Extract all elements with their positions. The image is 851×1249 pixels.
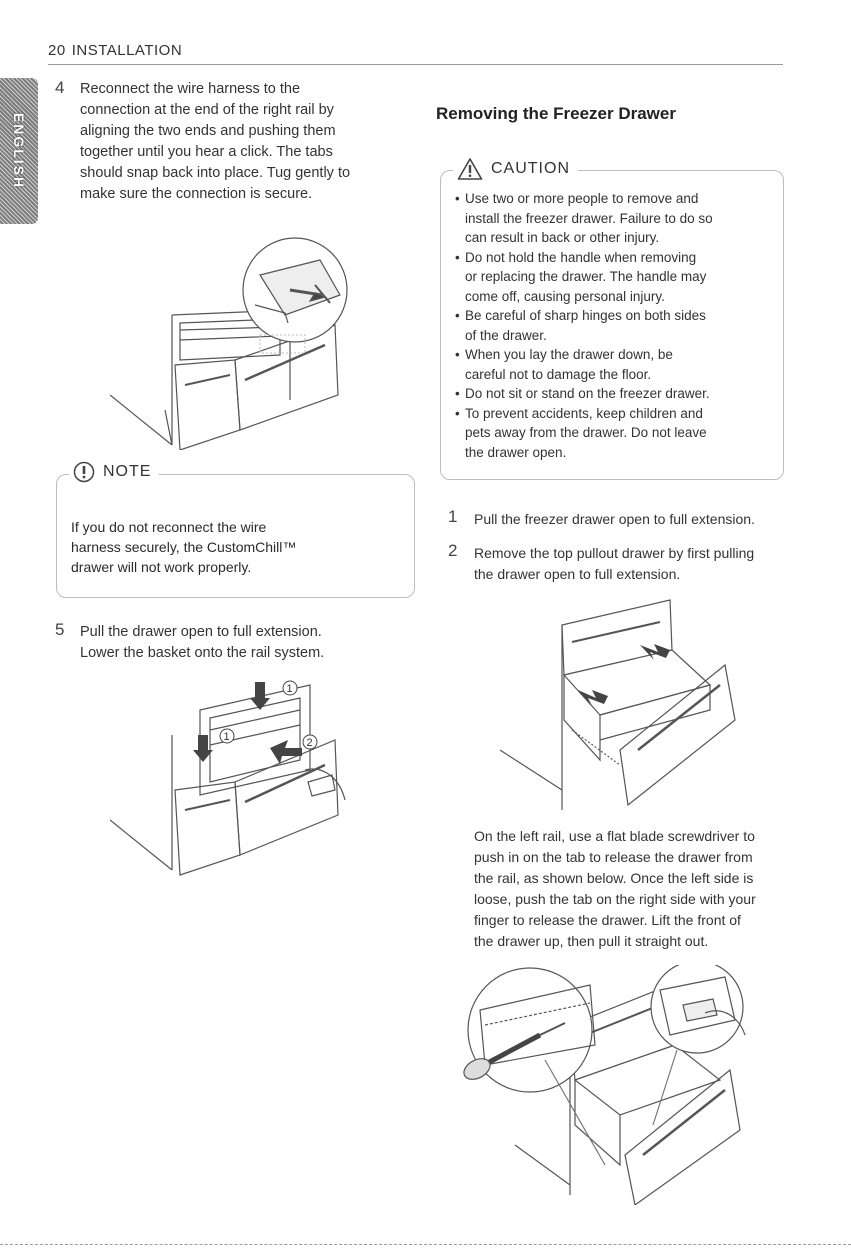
caution-line: pets away from the drawer. Do not leave bbox=[465, 425, 707, 440]
text-line: Pull the freezer drawer open to full ext… bbox=[474, 511, 755, 527]
marker-2: 2 bbox=[307, 737, 313, 749]
note-body: If you do not reconnect the wire harness… bbox=[71, 517, 400, 577]
language-tab-label: ENGLISH bbox=[11, 112, 27, 190]
section-title: Removing the Freezer Drawer bbox=[436, 104, 676, 123]
note-header: NOTE bbox=[69, 461, 160, 483]
release-drawer-text: On the left rail, use a flat blade screw… bbox=[474, 826, 756, 952]
caution-line: the drawer open. bbox=[465, 444, 567, 460]
text-line: the drawer open to full extension. bbox=[474, 566, 681, 582]
text-line: together until you hear a click. The tab… bbox=[80, 144, 333, 160]
harness-reconnect-illustration bbox=[110, 237, 348, 450]
text-line: Pull the drawer open to full extension. bbox=[80, 624, 322, 640]
text-line: On the left rail, use a flat blade screw… bbox=[474, 828, 755, 844]
caution-line: Do not sit or stand on the freezer drawe… bbox=[465, 386, 710, 401]
exclamation-circle-icon bbox=[73, 461, 95, 483]
caution-item: Use two or more people to remove and ins… bbox=[455, 189, 769, 248]
marker-1: 1 bbox=[224, 731, 230, 743]
caution-line: When you lay the drawer down, be bbox=[465, 347, 673, 362]
language-tab: ENGLISH bbox=[0, 78, 38, 224]
caution-header: CAUTION bbox=[453, 157, 578, 181]
caution-line: can result in back or other injury. bbox=[465, 230, 660, 245]
caution-item: Do not sit or stand on the freezer drawe… bbox=[455, 384, 769, 404]
text-line: Remove the top pullout drawer by first p… bbox=[474, 545, 755, 561]
marker-1: 1 bbox=[287, 683, 293, 695]
note-title: NOTE bbox=[103, 463, 152, 480]
caution-list: Use two or more people to remove and ins… bbox=[455, 189, 769, 462]
caution-item: Be careful of sharp hinges on both sides… bbox=[455, 306, 769, 345]
caution-line: Be careful of sharp hinges on both sides bbox=[465, 308, 706, 323]
caution-line: come off, causing personal injury. bbox=[465, 288, 665, 304]
text-line: should snap back into place. Tug gently … bbox=[80, 165, 351, 181]
basket-lowering-illustration: 1 1 2 bbox=[110, 680, 346, 876]
warning-triangle-icon bbox=[457, 158, 483, 180]
caution-item: When you lay the drawer down, be careful… bbox=[455, 345, 769, 384]
caution-line: Use two or more people to remove and bbox=[465, 191, 699, 206]
text-line: aligning the two ends and pushing them bbox=[80, 123, 336, 139]
caution-line: To prevent accidents, keep children and bbox=[465, 405, 703, 421]
step-1-number: 1 bbox=[448, 507, 458, 526]
note-line: harness securely, the CustomChill™ bbox=[71, 539, 297, 555]
caution-title: CAUTION bbox=[491, 160, 570, 177]
text-line: finger to release the drawer. Lift the f… bbox=[474, 912, 741, 928]
caution-line: of the drawer. bbox=[465, 327, 547, 343]
caution-line: careful not to damage the floor. bbox=[465, 366, 652, 382]
step-2-text: Remove the top pullout drawer by first p… bbox=[474, 543, 754, 585]
page-header: 20 INSTALLATION bbox=[48, 42, 783, 65]
text-line: connection at the end of the right rail … bbox=[80, 102, 334, 118]
text-line: loose, push the tab on the right side wi… bbox=[474, 891, 756, 907]
text-line: make sure the connection is secure. bbox=[80, 186, 313, 202]
caution-box: CAUTION Use two or more people to remove… bbox=[440, 157, 784, 480]
text-line: Reconnect the wire harness to the bbox=[80, 81, 301, 97]
caution-item: To prevent accidents, keep children and … bbox=[455, 404, 769, 463]
step-1-text: Pull the freezer drawer open to full ext… bbox=[474, 509, 755, 530]
top-drawer-removal-illustration bbox=[500, 599, 736, 810]
page-number: 20 bbox=[48, 42, 66, 59]
step-5-text: Pull the drawer open to full extension. … bbox=[80, 622, 324, 664]
screwdriver-release-illustration bbox=[463, 965, 746, 1205]
text-line: the rail, as shown below. Once the left … bbox=[474, 870, 754, 886]
note-box: NOTE If you do not reconnect the wire ha… bbox=[56, 461, 415, 598]
step-2-number: 2 bbox=[448, 541, 458, 560]
caution-item: Do not hold the handle when removing or … bbox=[455, 248, 769, 307]
step-5-number: 5 bbox=[55, 620, 65, 639]
note-line: drawer will not work properly. bbox=[71, 559, 252, 575]
footer-rule bbox=[0, 1244, 851, 1245]
step-4-text: Reconnect the wire harness to the connec… bbox=[80, 79, 350, 205]
text-line: Lower the basket onto the rail system. bbox=[80, 645, 325, 661]
note-line: If you do not reconnect the wire bbox=[71, 519, 267, 535]
header-text: 20 INSTALLATION bbox=[48, 42, 182, 59]
section-name: INSTALLATION bbox=[71, 42, 183, 59]
caution-line: Do not hold the handle when removing bbox=[465, 249, 697, 265]
caution-line: or replacing the drawer. The handle may bbox=[465, 269, 707, 284]
caution-line: install the freezer drawer. Failure to d… bbox=[465, 210, 713, 226]
text-line: the drawer up, then pull it straight out… bbox=[474, 933, 709, 949]
text-line: push in on the tab to release the drawer… bbox=[474, 849, 753, 865]
step-4-number: 4 bbox=[55, 78, 65, 97]
